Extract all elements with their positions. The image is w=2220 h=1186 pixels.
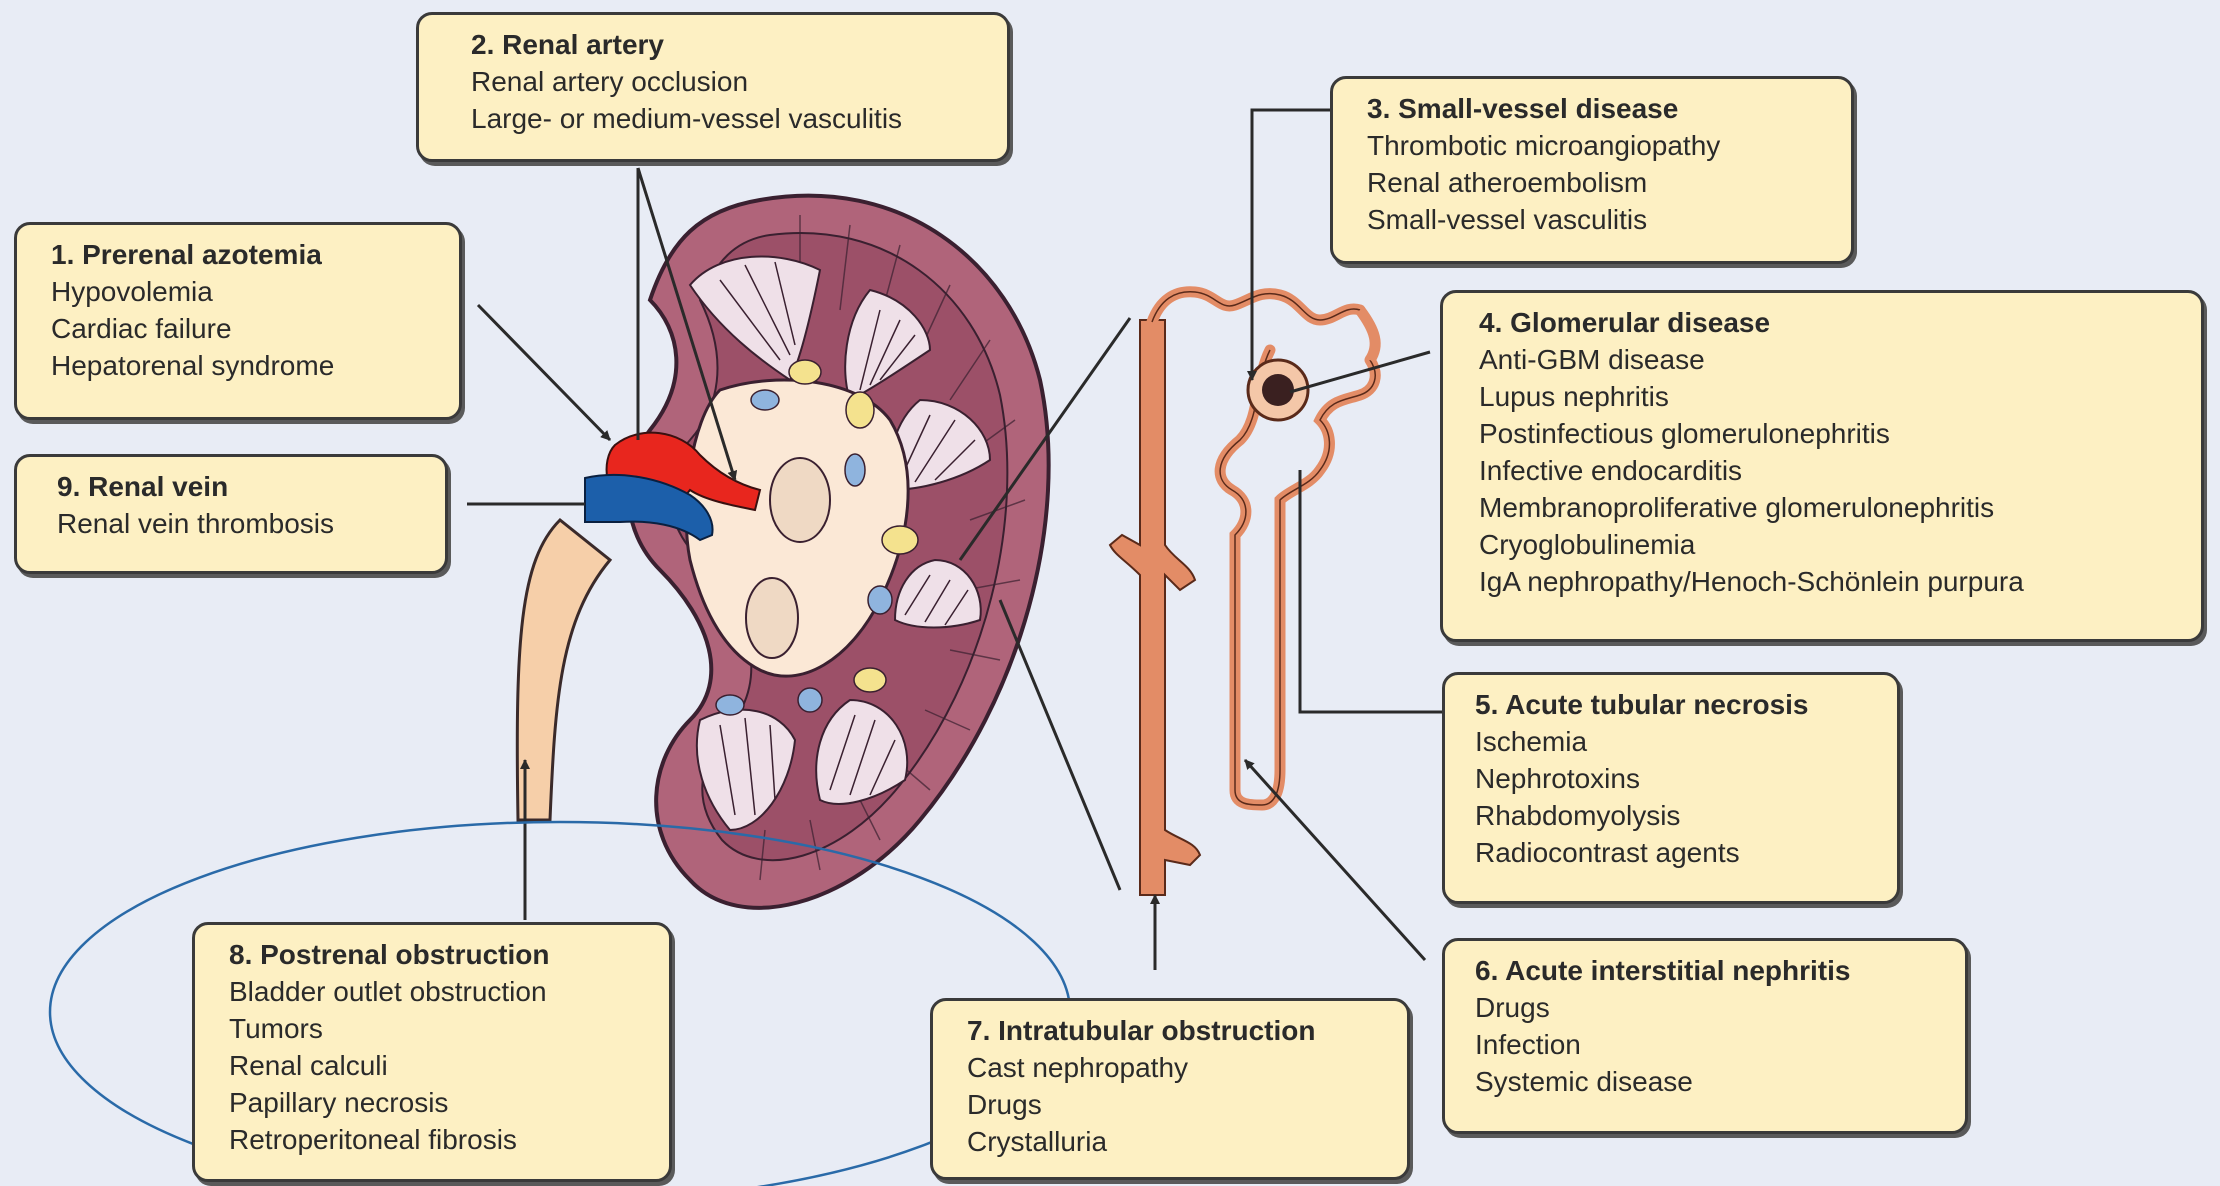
cause-item: Tumors	[229, 1010, 647, 1047]
box-acute-tubular-necrosis: 5. Acute tubular necrosis Ischemia Nephr…	[1442, 672, 1900, 904]
cause-item: Anti-GBM disease	[1479, 341, 2179, 378]
box-glomerular-disease: 4. Glomerular disease Anti-GBM disease L…	[1440, 290, 2204, 642]
cause-item: Nephrotoxins	[1475, 760, 1875, 797]
connector-glomerular	[1290, 352, 1430, 392]
nephron	[1110, 292, 1375, 895]
box-prerenal-azotemia: 1. Prerenal azotemia Hypovolemia Cardiac…	[14, 222, 462, 420]
cause-item: Renal vein thrombosis	[57, 505, 423, 542]
cause-item: Thrombotic microangiopathy	[1367, 127, 1829, 164]
cause-item: Large- or medium-vessel vasculitis	[471, 100, 985, 137]
cause-item: Radiocontrast agents	[1475, 834, 1875, 871]
cause-item: Infective endocarditis	[1479, 452, 2179, 489]
cause-item: Crystalluria	[967, 1123, 1385, 1160]
cause-item: IgA nephropathy/Henoch-Schönlein purpura	[1479, 563, 2179, 600]
box-postrenal-obstruction: 8. Postrenal obstruction Bladder outlet …	[192, 922, 672, 1182]
cause-item: Lupus nephritis	[1479, 378, 2179, 415]
cause-item: Hypovolemia	[51, 273, 437, 310]
box-renal-vein: 9. Renal vein Renal vein thrombosis	[14, 454, 448, 574]
cause-item: Renal atheroembolism	[1367, 164, 1829, 201]
cause-item: Renal calculi	[229, 1047, 647, 1084]
cause-item: Small-vessel vasculitis	[1367, 201, 1829, 238]
connector-small-vessel	[1252, 110, 1332, 380]
connector-ain	[1245, 760, 1425, 960]
cause-item: Cardiac failure	[51, 310, 437, 347]
box-title: 3. Small-vessel disease	[1367, 91, 1829, 127]
cause-item: Ischemia	[1475, 723, 1875, 760]
cause-item: Cast nephropathy	[967, 1049, 1385, 1086]
connector-atn	[1300, 470, 1442, 712]
box-title: 7. Intratubular obstruction	[967, 1013, 1385, 1049]
box-title: 5. Acute tubular necrosis	[1475, 687, 1875, 723]
cause-item: Rhabdomyolysis	[1475, 797, 1875, 834]
box-intratubular-obstruction: 7. Intratubular obstruction Cast nephrop…	[930, 998, 1410, 1180]
box-title: 9. Renal vein	[57, 469, 423, 505]
cause-item: Drugs	[967, 1086, 1385, 1123]
box-title: 2. Renal artery	[471, 27, 985, 63]
box-title: 4. Glomerular disease	[1479, 305, 2179, 341]
box-title: 8. Postrenal obstruction	[229, 937, 647, 973]
box-title: 6. Acute interstitial nephritis	[1475, 953, 1943, 989]
cause-item: Postinfectious glomerulonephritis	[1479, 415, 2179, 452]
cause-item: Hepatorenal syndrome	[51, 347, 437, 384]
cause-item: Renal artery occlusion	[471, 63, 985, 100]
cause-item: Retroperitoneal fibrosis	[229, 1121, 647, 1158]
cause-item: Membranoproliferative glomerulonephritis	[1479, 489, 2179, 526]
cause-item: Infection	[1475, 1026, 1943, 1063]
ureter	[517, 520, 610, 820]
box-renal-artery: 2. Renal artery Renal artery occlusion L…	[416, 12, 1010, 162]
box-title: 1. Prerenal azotemia	[51, 237, 437, 273]
cause-item: Cryoglobulinemia	[1479, 526, 2179, 563]
cause-item: Systemic disease	[1475, 1063, 1943, 1100]
box-acute-interstitial-nephritis: 6. Acute interstitial nephritis Drugs In…	[1442, 938, 1968, 1134]
cause-item: Bladder outlet obstruction	[229, 973, 647, 1010]
connector-prerenal	[478, 305, 610, 440]
cause-item: Drugs	[1475, 989, 1943, 1026]
box-small-vessel-disease: 3. Small-vessel disease Thrombotic micro…	[1330, 76, 1854, 264]
collecting-duct	[1110, 320, 1200, 895]
cause-item: Papillary necrosis	[229, 1084, 647, 1121]
